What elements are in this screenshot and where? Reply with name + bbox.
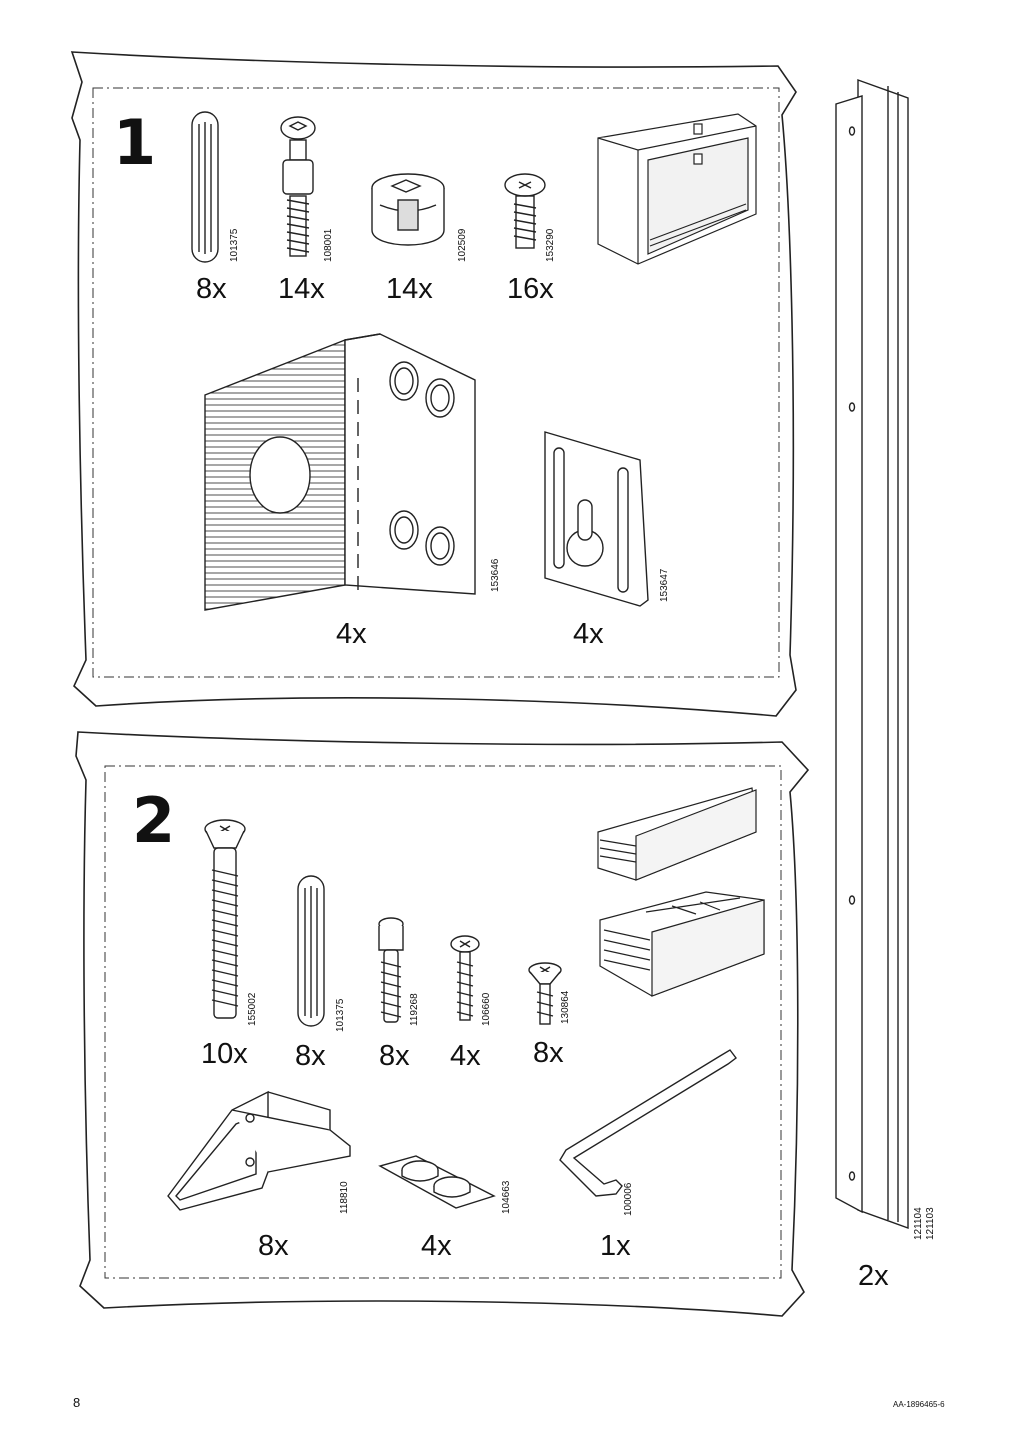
part-quantity: 14x bbox=[386, 273, 433, 305]
wooden-dowel-icon bbox=[297, 875, 325, 1027]
countersunk-screw-icon bbox=[528, 962, 562, 1025]
part-quantity: 8x bbox=[533, 1037, 564, 1069]
step-number-2: 2 bbox=[132, 784, 176, 857]
part-quantity: 4x bbox=[573, 618, 604, 650]
part-article-number: 108001 bbox=[323, 228, 334, 262]
cabinet-frame-illustration bbox=[597, 113, 757, 265]
part-article-number: 102509 bbox=[457, 228, 468, 262]
cam-lock-bolt-icon bbox=[280, 116, 316, 257]
shelf-pin-screw-icon bbox=[378, 917, 404, 1023]
parts-box-1-outline bbox=[70, 51, 797, 717]
part-quantity: 10x bbox=[201, 1038, 248, 1070]
part-quantity: 8x bbox=[196, 273, 227, 305]
part-article-number: 101375 bbox=[229, 228, 240, 262]
euro-screw-icon bbox=[504, 173, 546, 249]
parts-box-1-dashed-border bbox=[92, 87, 780, 678]
rail-article-number: 121103 bbox=[925, 1207, 936, 1240]
pan-head-screw-icon bbox=[450, 935, 480, 1021]
corner-bracket-icon bbox=[204, 333, 476, 611]
part-article-number: 100006 bbox=[623, 1182, 634, 1216]
wooden-dowel-icon bbox=[191, 111, 219, 263]
drawer-box-illustration bbox=[599, 891, 765, 997]
part-quantity: 14x bbox=[278, 273, 325, 305]
drawer-bracket-icon bbox=[167, 1090, 351, 1211]
cam-lock-nut-icon bbox=[371, 173, 445, 246]
step-number-1: 1 bbox=[113, 106, 157, 179]
part-article-number: 119268 bbox=[409, 993, 420, 1026]
parts-box-2-dashed-border bbox=[104, 765, 782, 1279]
part-quantity: 8x bbox=[258, 1230, 289, 1262]
page-number: 8 bbox=[73, 1395, 81, 1410]
parts-box-2-outline bbox=[75, 731, 810, 1317]
part-article-number: 118810 bbox=[339, 1181, 350, 1214]
part-quantity: 16x bbox=[507, 273, 554, 305]
part-quantity: 8x bbox=[379, 1040, 410, 1072]
part-article-number: 130864 bbox=[560, 990, 571, 1024]
part-article-number: 106660 bbox=[481, 992, 492, 1026]
drawer-rail-icon bbox=[835, 79, 909, 1229]
part-article-number: 153290 bbox=[545, 228, 556, 262]
part-article-number: 153646 bbox=[490, 558, 501, 592]
keyhole-hanger-icon bbox=[544, 431, 649, 607]
bumper-pads-icon bbox=[378, 1155, 496, 1209]
part-quantity: 4x bbox=[450, 1040, 481, 1072]
drawer-front-illustration bbox=[597, 787, 757, 881]
part-article-number: 104663 bbox=[501, 1180, 512, 1214]
part-quantity: 8x bbox=[295, 1040, 326, 1072]
part-quantity: 4x bbox=[336, 618, 367, 650]
part-article-number: 155002 bbox=[247, 992, 258, 1026]
part-quantity: 4x bbox=[421, 1230, 452, 1262]
part-quantity: 1x bbox=[600, 1230, 631, 1262]
part-article-number: 153647 bbox=[659, 568, 670, 602]
rail-article-number: 121104 bbox=[913, 1207, 924, 1240]
allen-key-icon bbox=[559, 1049, 737, 1197]
rail-quantity: 2x bbox=[858, 1260, 889, 1292]
part-article-number: 101375 bbox=[335, 998, 346, 1032]
document-code: AA-1896465-6 bbox=[893, 1400, 945, 1409]
flat-head-bolt-icon bbox=[204, 819, 246, 1019]
